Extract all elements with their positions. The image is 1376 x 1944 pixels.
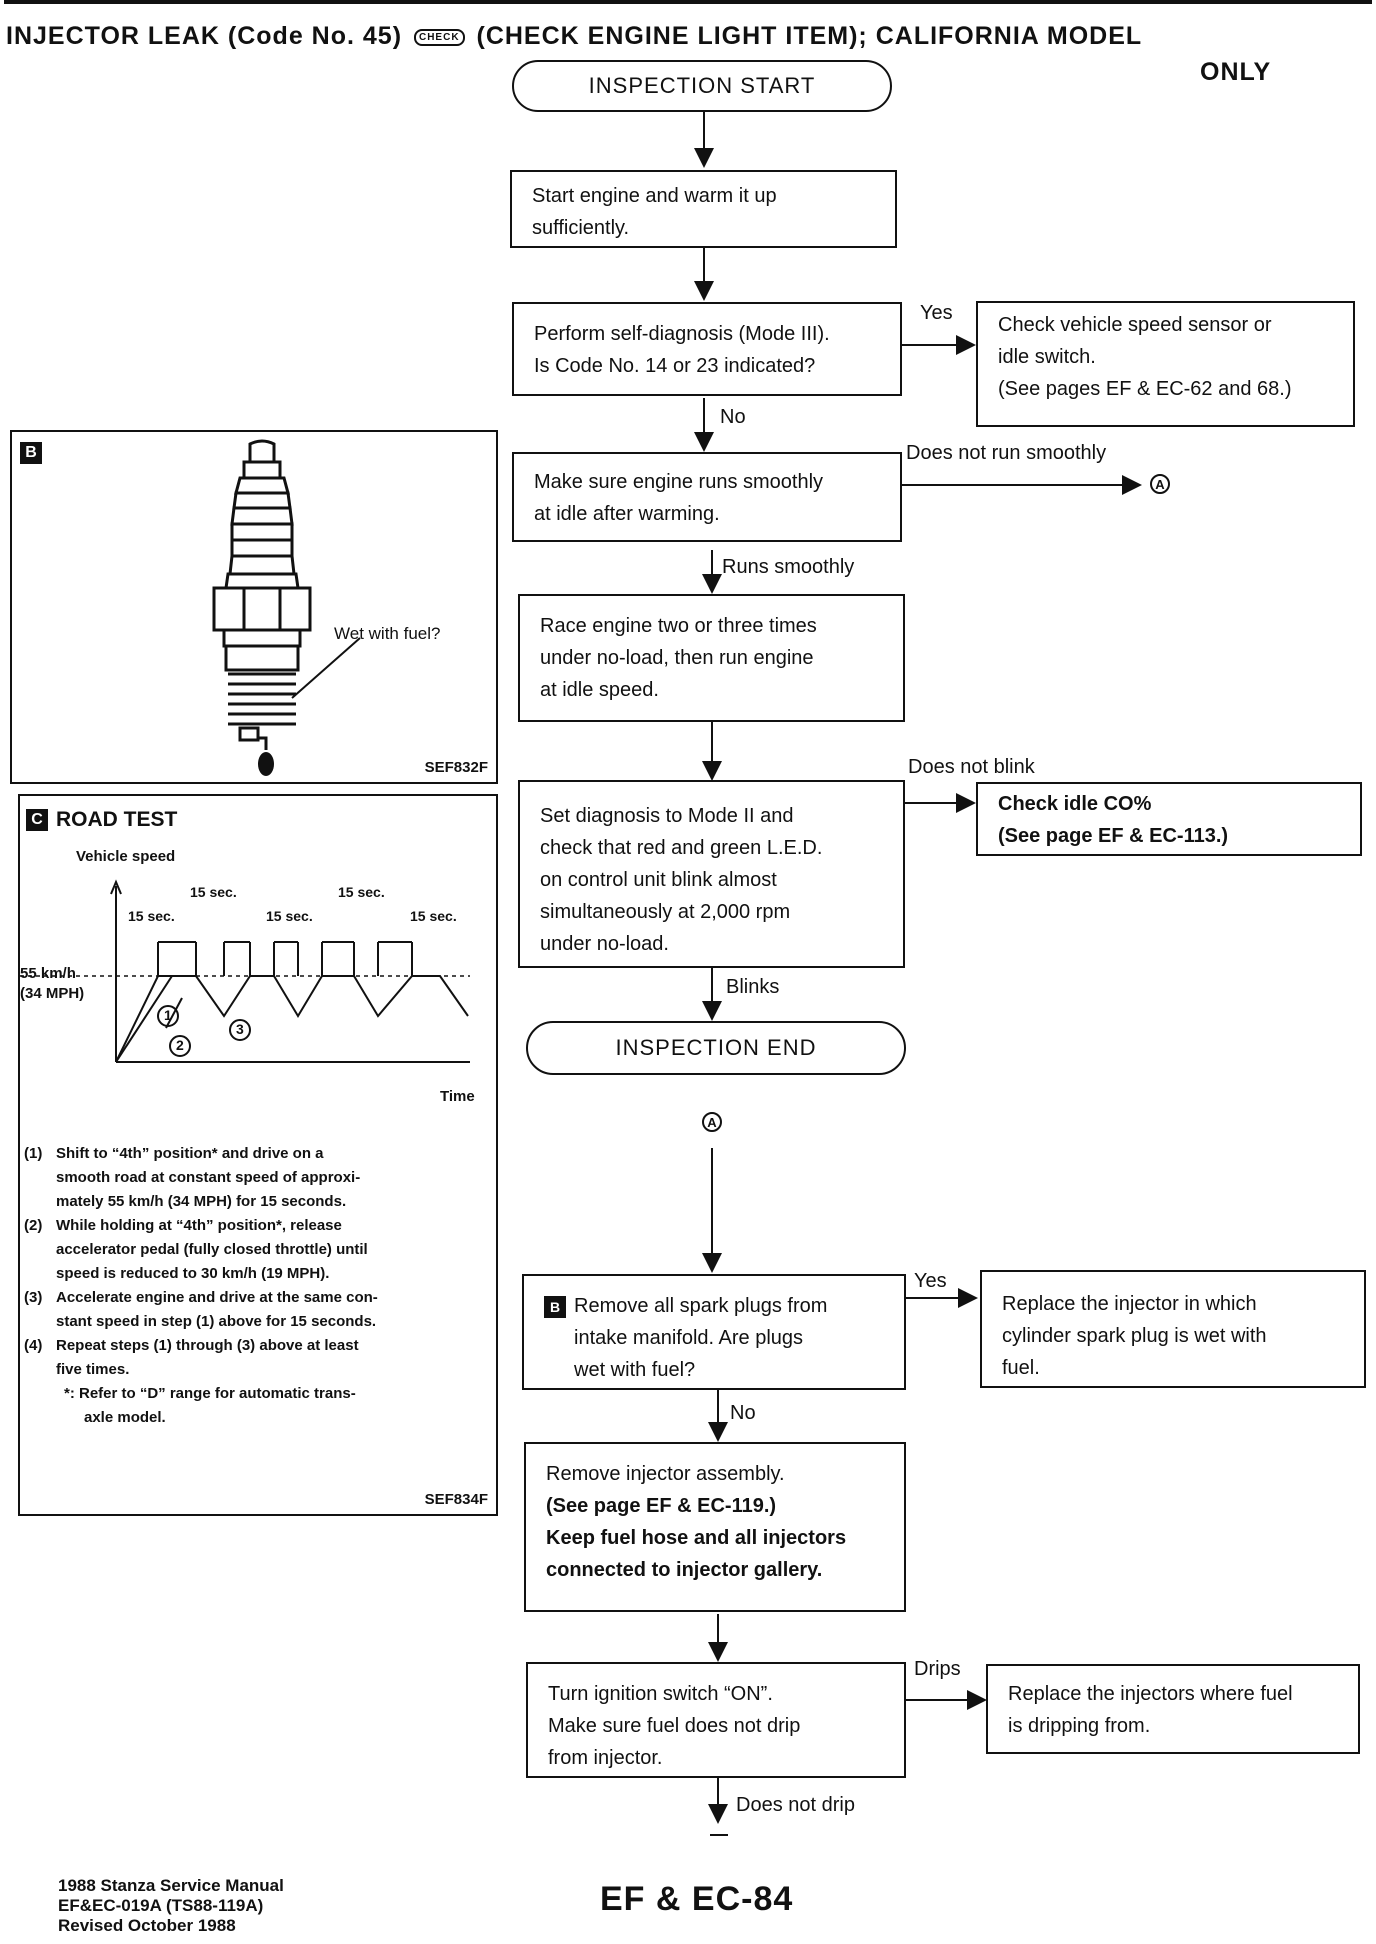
label-no-2: No — [730, 1402, 756, 1424]
road-test-notes: (1)Shift to “4th” position* and drive on… — [24, 1142, 494, 1430]
note-1: (1)Shift to “4th” position* and drive on… — [24, 1145, 361, 1210]
marker-3: 3 — [236, 1021, 244, 1037]
note-3: (3)Accelerate engine and drive at the sa… — [24, 1289, 378, 1330]
spark-plug-illustration — [212, 439, 312, 776]
label-blinks: Blinks — [726, 976, 780, 998]
marker-2: 2 — [176, 1037, 184, 1053]
panel-c-code: SEF834F — [424, 1491, 488, 1508]
note-2: (2)While holding at “4th” position*, rel… — [24, 1217, 368, 1282]
label-no-drip: Does not drip — [736, 1794, 855, 1816]
road-test-chart — [20, 879, 470, 1063]
speed-label: 55 km/h(34 MPH) — [20, 965, 85, 1002]
title-part-a: INJECTOR LEAK (Code No. 45) — [6, 22, 403, 50]
page-number: EF & EC-84 — [600, 1880, 794, 1918]
panel-b-spark-plug: B Wet with fuel? S — [10, 430, 498, 784]
connector-a-out: A — [1150, 474, 1170, 494]
note-4: (4)Repeat steps (1) through (3) above at… — [24, 1337, 359, 1378]
panel-b-code: SEF832F — [424, 759, 488, 776]
interval-label-4: 15 sec. — [338, 884, 385, 900]
label-no-1: No — [720, 406, 746, 428]
connector-a-in: A — [702, 1112, 722, 1132]
marker-1: 1 — [164, 1007, 172, 1023]
top-rule — [4, 0, 1372, 4]
title-part-c: ONLY — [1200, 58, 1272, 86]
label-not-smooth: Does not run smoothly — [906, 442, 1107, 464]
box-check-idle-co: Check idle CO%(See page EF & EC-113.) — [976, 782, 1362, 856]
label-yes-2: Yes — [914, 1270, 947, 1292]
interval-label-3: 15 sec. — [266, 908, 313, 924]
page-title: INJECTOR LEAK (Code No. 45) CHECK (CHECK… — [6, 22, 1142, 51]
interval-label-1: 15 sec. — [128, 908, 175, 924]
step-ignition-on: Turn ignition switch “ON”.Make sure fuel… — [526, 1662, 906, 1778]
inspection-end: INSPECTION END — [526, 1021, 906, 1075]
callout-wet-with-fuel: Wet with fuel? — [334, 624, 441, 643]
interval-label-2: 15 sec. — [190, 884, 237, 900]
tag-b-icon: B — [544, 1295, 566, 1318]
interval-label-5: 15 sec. — [410, 908, 457, 924]
footnote: *: Refer to “D” range for automatic tran… — [64, 1385, 356, 1426]
check-engine-icon: CHECK — [413, 28, 465, 46]
title-part-b: (CHECK ENGINE LIGHT ITEM); CALIFORNIA MO… — [476, 22, 1143, 50]
panel-b-tag: B — [20, 442, 42, 464]
road-test-ylabel: Vehicle speed — [76, 848, 176, 865]
step-remove-injector: Remove injector assembly.(See page EF & … — [524, 1442, 906, 1612]
inspection-start: INSPECTION START — [512, 60, 892, 112]
label-yes-1: Yes — [920, 302, 953, 324]
road-test-xlabel: Time — [440, 1088, 475, 1105]
label-not-blink: Does not blink — [908, 756, 1035, 778]
step-self-diagnosis: Perform self-diagnosis (Mode III).Is Cod… — [512, 302, 902, 396]
panel-c-tag: C — [26, 809, 48, 832]
label-runs-smoothly: Runs smoothly — [722, 556, 855, 578]
label-drips: Drips — [914, 1658, 961, 1680]
callout-line — [291, 637, 361, 699]
